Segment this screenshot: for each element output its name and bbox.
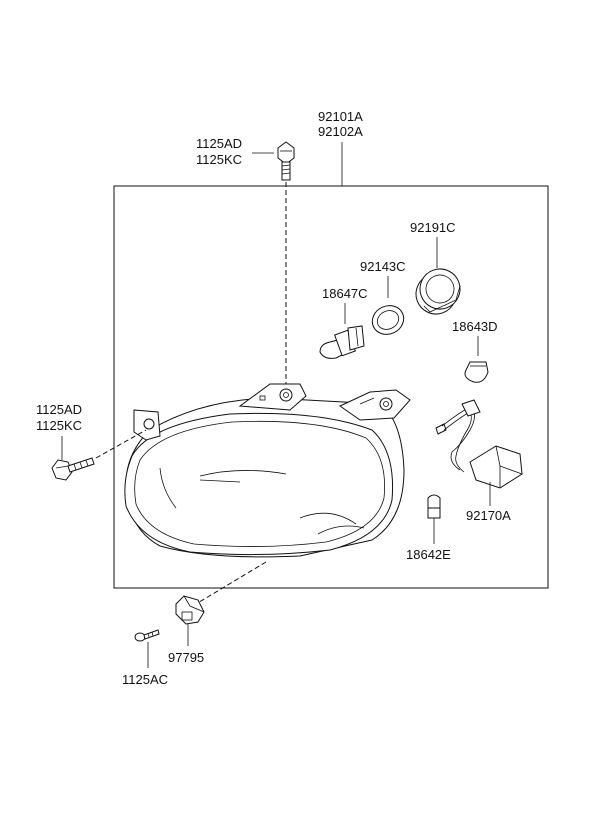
label-main-bulb: 18647C xyxy=(322,286,368,301)
label-top-bolt-2: 1125KC xyxy=(196,152,242,167)
dash-side-bolt xyxy=(95,429,147,459)
label-assembly-1: 92101A xyxy=(318,109,363,124)
top-bolt-icon xyxy=(277,141,295,181)
small-bulb-icon xyxy=(427,494,441,519)
label-small-bulb: 18642E xyxy=(406,547,451,562)
label-retainer-ring: 92143C xyxy=(360,259,406,274)
main-bulb-icon xyxy=(319,325,365,359)
label-side-bulb: 18643D xyxy=(452,319,498,334)
label-assembly-2: 92102A xyxy=(318,124,363,139)
label-screw: 1125AC xyxy=(122,672,168,687)
side-bulb-icon xyxy=(464,361,489,383)
wiring-icon xyxy=(435,399,523,489)
screw-icon xyxy=(134,629,160,642)
dash-bracket xyxy=(195,561,267,605)
label-top-bolt-1: 1125AD xyxy=(196,136,242,151)
bracket-icon xyxy=(175,595,205,625)
retainer-ring-icon xyxy=(371,305,405,335)
label-side-bolt-1: 1125AD xyxy=(36,402,82,417)
label-wiring: 92170A xyxy=(466,508,511,523)
headlamp-housing xyxy=(124,383,411,558)
side-bolt-icon xyxy=(51,457,95,481)
label-bracket: 97795 xyxy=(168,650,204,665)
assembly-frame xyxy=(113,185,549,589)
label-side-bolt-2: 1125KC xyxy=(36,418,82,433)
label-socket-ring: 92191C xyxy=(410,220,456,235)
socket-ring-icon xyxy=(415,268,461,315)
